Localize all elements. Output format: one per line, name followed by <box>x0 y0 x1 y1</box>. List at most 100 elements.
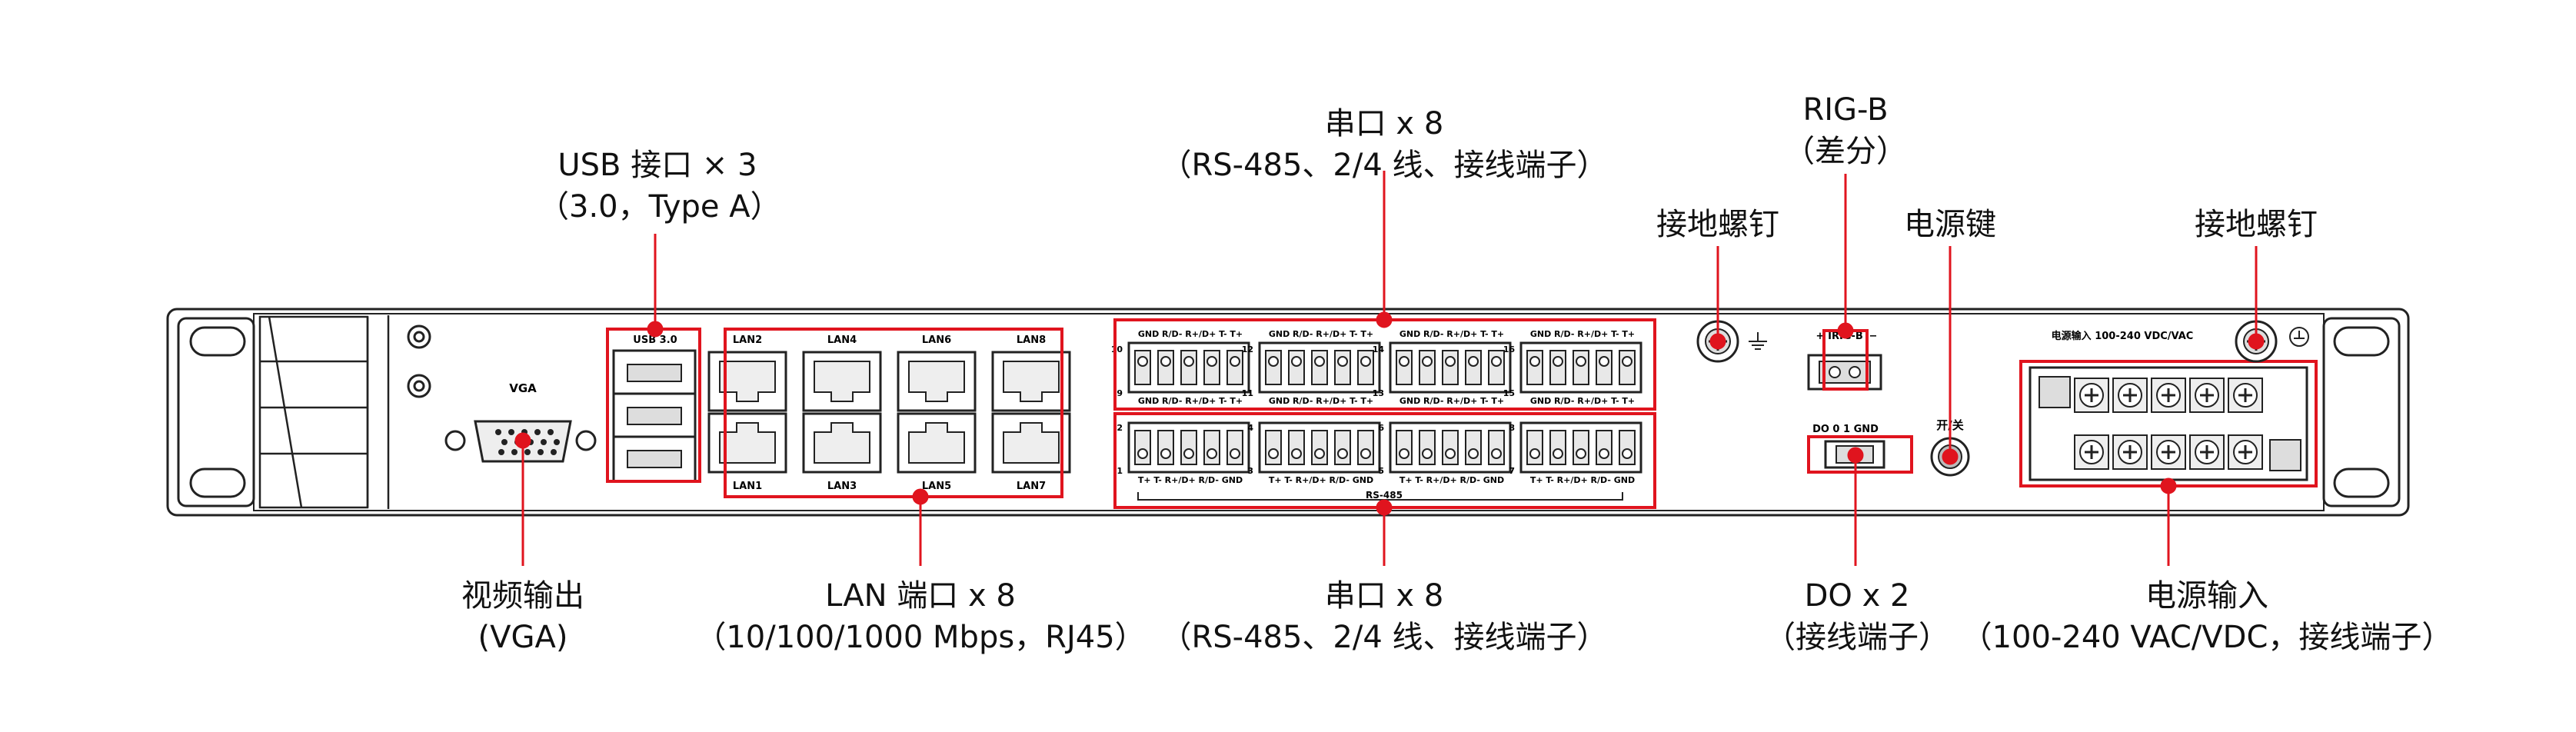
do-highlight <box>1807 435 1913 474</box>
callout-rigb-line2: （差分） <box>1784 134 1907 169</box>
callout-serial-bottom-line1: 串口 x 8 <box>1324 578 1444 614</box>
serial-pin-label: T+ T- R+/D+ R/D- GND <box>1138 475 1243 485</box>
terminal-screw-icon <box>2189 378 2225 413</box>
serial-pin-label: T+ T- R+/D+ R/D- GND <box>1269 475 1373 485</box>
lan-bottom-label: LAN5 <box>922 481 951 492</box>
serial-port-number: 1 <box>1117 466 1123 476</box>
terminal-screw-icon <box>2189 434 2225 470</box>
callout-do: DO x 2 （接线端子） <box>1761 575 1953 658</box>
power-input-label: 电源输入 100-240 VDC/VAC <box>2052 330 2194 342</box>
lan-top-label: LAN6 <box>922 334 951 346</box>
terminal-screw-icon <box>2228 378 2263 413</box>
callout-power-key: 电源键 <box>1881 204 2019 245</box>
callout-serial-bottom: 串口 x 8 （RS-485、2/4 线、接线端子） <box>1146 575 1622 658</box>
callout-power-input: 电源输入 （100-240 VAC/VDC，接线端子） <box>1953 575 2461 658</box>
lan-top-label: LAN8 <box>1017 334 1046 346</box>
callout-vga: 视频输出 (VGA) <box>438 575 607 658</box>
terminal-screw-icon <box>2151 434 2186 470</box>
vent-grille <box>258 315 369 509</box>
do-pin-label: DO 0 1 GND <box>1812 424 1879 435</box>
serial-port-number: 8 <box>1509 423 1515 433</box>
power-input-terminal: 电源输入 100-240 VDC/VAC <box>2029 330 2308 481</box>
serial-pin-label: GND R/D- R+/D+ T- T+ <box>1269 329 1373 339</box>
serial-port-number: 14 <box>1373 344 1385 354</box>
serial-terminal-block <box>1258 341 1381 394</box>
rj45-port <box>802 412 882 474</box>
serial-port-number: 16 <box>1503 344 1516 354</box>
callout-serial-top: 串口 x 8 （RS-485、2/4 线、接线端子） <box>1146 103 1622 186</box>
callout-rigb-line1: RIG-B <box>1802 92 1889 128</box>
serial-port-number: 13 <box>1373 388 1384 398</box>
serial-pin-label: T+ T- R+/D+ R/D- GND <box>1399 475 1504 485</box>
callout-lan-line2: （10/100/1000 Mbps，RJ45） <box>695 620 1146 655</box>
rj45-port <box>991 412 1071 474</box>
terminal-screw-icon <box>2074 378 2109 413</box>
callout-serial-top-line1: 串口 x 8 <box>1324 106 1444 141</box>
callout-usb-line1: USB 接口 × 3 <box>557 148 757 183</box>
ground-symbol-icon <box>1749 332 1767 350</box>
callout-ground-left: 接地螺钉 <box>1633 204 1802 245</box>
lan-bottom-label: LAN1 <box>733 481 762 492</box>
usb-label: USB 3.0 <box>633 334 677 346</box>
serial-port-number: 7 <box>1509 466 1515 476</box>
serial-port-number: 12 <box>1242 344 1253 354</box>
serial-pin-label: GND R/D- R+/D+ T- T+ <box>1269 396 1373 406</box>
serial-pin-label: GND R/D- R+/D+ T- T+ <box>1530 396 1635 406</box>
rack-ear-right <box>2322 317 2401 507</box>
callout-do-line2: （接线端子） <box>1765 620 1949 655</box>
terminal-screw-icon <box>2074 434 2109 470</box>
serial-pin-label: GND R/D- R+/D+ T- T+ <box>1399 396 1504 406</box>
serial-terminal-block <box>1127 341 1250 394</box>
serial-port-number: 3 <box>1247 466 1253 476</box>
callout-usb: USB 接口 × 3 （3.0，Type A） <box>538 145 781 228</box>
terminal-screw-icon <box>2112 434 2148 470</box>
callout-lan: LAN 端口 x 8 （10/100/1000 Mbps，RJ45） <box>690 575 1151 658</box>
serial-port-number: 10 <box>1111 344 1123 354</box>
callout-power-input-line2: （100-240 VAC/VDC，接线端子） <box>1961 620 2453 655</box>
rj45-port <box>707 351 787 412</box>
serial-terminal-block <box>1127 421 1250 474</box>
irig-plus-label: + <box>1816 331 1825 342</box>
serial-pin-label: GND R/D- R+/D+ T- T+ <box>1530 329 1635 339</box>
callout-rigb: RIG-B （差分） <box>1769 89 1922 172</box>
callout-power-key-line1: 电源键 <box>1904 207 1996 242</box>
callout-serial-top-line2: （RS-485、2/4 线、接线端子） <box>1160 148 1608 183</box>
serial-port-number: 5 <box>1378 466 1384 476</box>
terminal-screw-icon <box>2112 378 2148 413</box>
callout-ground-left-line1: 接地螺钉 <box>1656 207 1779 242</box>
callout-do-line1: DO x 2 <box>1804 578 1910 614</box>
serial-port-number: 11 <box>1242 388 1253 398</box>
rj45-port <box>991 351 1071 412</box>
lan-highlight <box>724 328 1063 498</box>
lan-top-label: LAN4 <box>827 334 857 346</box>
callout-vga-line1: 视频输出 <box>461 578 584 614</box>
callout-usb-line2: （3.0，Type A） <box>538 189 781 225</box>
callout-leaders <box>514 171 2265 566</box>
serial-port-number: 2 <box>1117 423 1123 433</box>
callout-serial-bottom-line2: （RS-485、2/4 线、接线端子） <box>1160 620 1608 655</box>
rj45-port <box>802 351 882 412</box>
callout-vga-line2: (VGA) <box>478 620 568 655</box>
rs485-label: RS-485 <box>1366 490 1403 501</box>
serial-terminal-block <box>1519 421 1642 474</box>
usb-ports: USB 3.0 <box>612 334 697 483</box>
callout-lan-line1: LAN 端口 x 8 <box>825 578 1016 614</box>
rj45-port <box>707 412 787 474</box>
serial-pin-label: T+ T- R+/D+ R/D- GND <box>1530 475 1635 485</box>
callout-power-input-line1: 电源输入 <box>2145 578 2268 614</box>
serial-port-number: 4 <box>1247 423 1253 433</box>
rack-ear-left <box>177 317 255 507</box>
serial-port-number: 9 <box>1117 388 1123 398</box>
serial-port-number: 15 <box>1503 388 1515 398</box>
callout-ground-right-line1: 接地螺钉 <box>2195 207 2318 242</box>
serial-pin-label: GND R/D- R+/D+ T- T+ <box>1138 329 1243 339</box>
serial-port-number: 6 <box>1378 423 1384 433</box>
lan-bottom-label: LAN7 <box>1017 481 1046 492</box>
lan-bottom-label: LAN3 <box>827 481 857 492</box>
rj45-port <box>897 412 977 474</box>
terminal-screw-icon <box>2151 378 2186 413</box>
serial-pin-label: GND R/D- R+/D+ T- T+ <box>1399 329 1504 339</box>
serial-terminal-block <box>1389 341 1512 394</box>
